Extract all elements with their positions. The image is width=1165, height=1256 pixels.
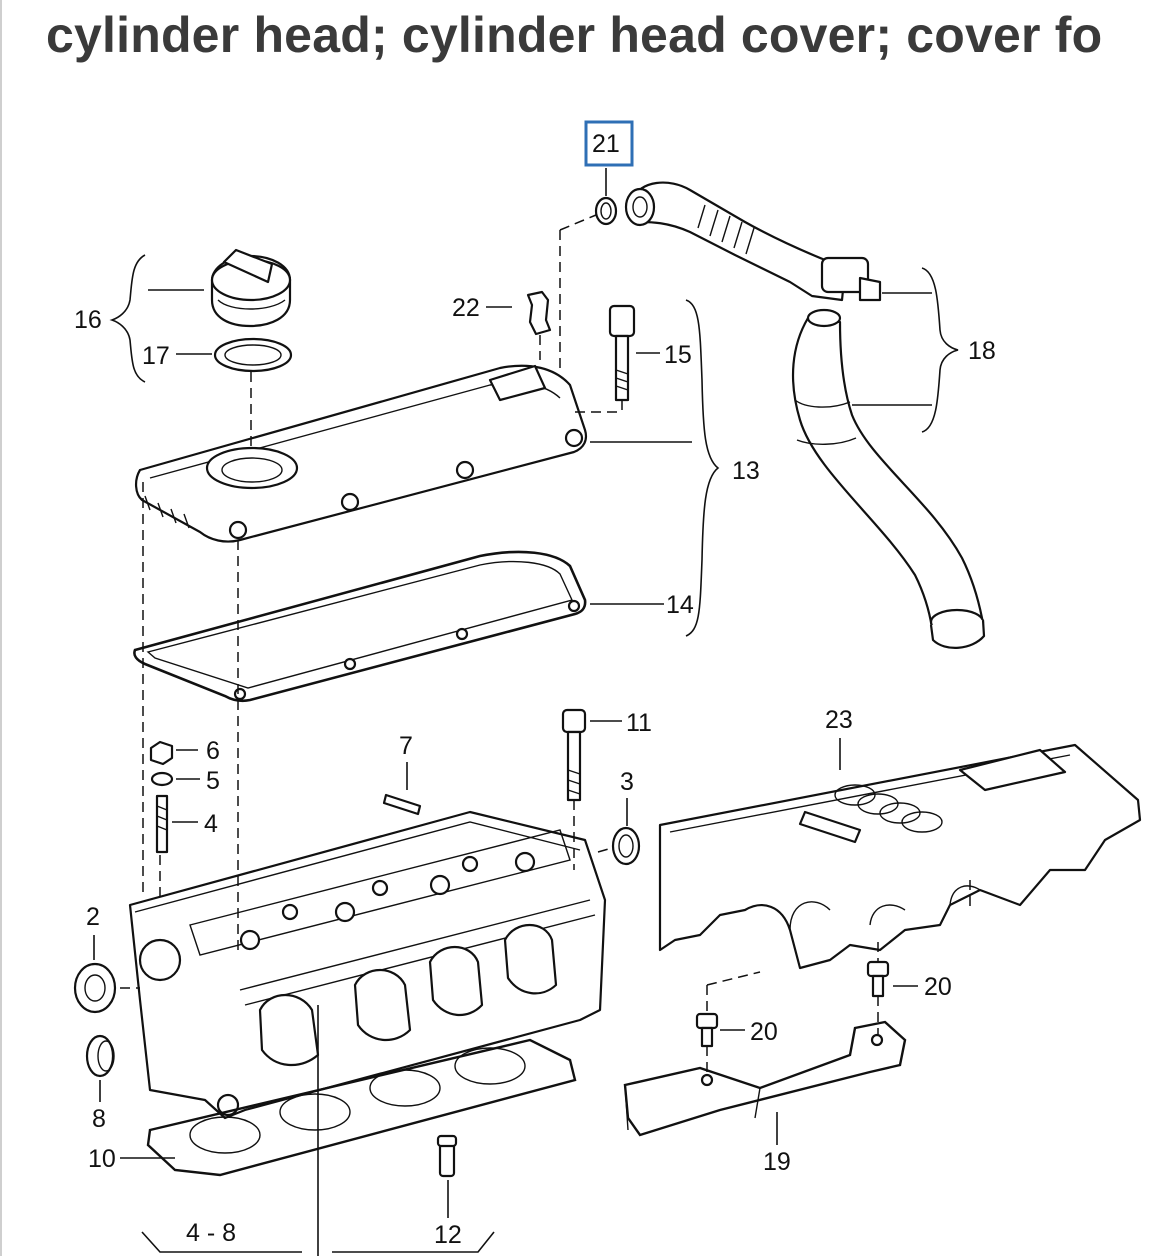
nut-6[interactable] — [149, 740, 174, 766]
callout-2[interactable]: 2 — [86, 903, 100, 931]
cylinder-head-cover[interactable] — [135, 364, 588, 543]
callout-23[interactable]: 23 — [825, 706, 853, 734]
callout-3[interactable]: 3 — [620, 768, 634, 796]
shaft-seal-2[interactable] — [73, 962, 117, 1014]
callout-12[interactable]: 12 — [434, 1221, 462, 1249]
callout-21[interactable]: 21 — [592, 130, 620, 158]
callout-17[interactable]: 17 — [142, 342, 170, 370]
cylinder-head[interactable] — [128, 810, 607, 1120]
bracket-19[interactable] — [623, 1020, 907, 1137]
pin-12[interactable] — [436, 1134, 458, 1178]
callout-11[interactable]: 11 — [626, 709, 652, 737]
callout-20-right[interactable]: 20 — [924, 973, 952, 1001]
bolt-20-right[interactable] — [866, 960, 890, 998]
callout-7[interactable]: 7 — [399, 732, 413, 760]
oil-filler-cap[interactable] — [210, 248, 292, 328]
washer-5[interactable] — [150, 771, 174, 787]
cover-gasket[interactable] — [133, 550, 587, 703]
callout-5[interactable]: 5 — [206, 767, 220, 795]
leader-lines — [93, 168, 959, 1256]
callout-15[interactable]: 15 — [664, 341, 692, 369]
callout-19[interactable]: 19 — [763, 1148, 791, 1176]
callout-20-left[interactable]: 20 — [750, 1018, 778, 1046]
assembly-lines — [120, 214, 971, 1078]
highlight-box-21 — [584, 120, 634, 167]
page-title: cylinder head; cylinder head cover; cove… — [46, 7, 1103, 63]
callout-labels: 2 3 4 5 6 7 8 10 11 12 13 14 15 16 17 18… — [74, 130, 996, 1249]
left-divider — [0, 0, 2, 1256]
callout-8[interactable]: 8 — [92, 1105, 106, 1133]
bolt-20-left[interactable] — [695, 1012, 719, 1048]
callout-16[interactable]: 16 — [74, 306, 102, 334]
callout-22[interactable]: 22 — [452, 294, 480, 322]
plug-8[interactable] — [85, 1034, 115, 1078]
seal-3[interactable] — [611, 826, 641, 866]
o-ring-part-21[interactable] — [594, 196, 618, 226]
stud-4[interactable] — [155, 794, 169, 854]
head-bolt-11[interactable] — [561, 708, 587, 802]
cap-seal-ring[interactable] — [213, 337, 293, 373]
callout-14[interactable]: 14 — [666, 591, 694, 619]
callout-10[interactable]: 10 — [88, 1145, 116, 1173]
callout-4[interactable]: 4 — [204, 810, 218, 838]
callout-13[interactable]: 13 — [732, 457, 760, 485]
breather-hose-assembly[interactable] — [624, 181, 986, 649]
cover-bolt-15[interactable] — [608, 304, 636, 402]
title-bar: cylinder head; cylinder head cover; cove… — [0, 0, 1165, 80]
callout-18[interactable]: 18 — [968, 337, 996, 365]
callout-4-8[interactable]: 4 - 8 — [186, 1219, 236, 1247]
stud-7[interactable] — [382, 793, 422, 816]
seal-part-22[interactable] — [526, 290, 552, 336]
head-gasket[interactable] — [146, 1038, 577, 1177]
callout-6[interactable]: 6 — [206, 737, 220, 765]
engine-cover-23[interactable] — [658, 743, 1142, 970]
